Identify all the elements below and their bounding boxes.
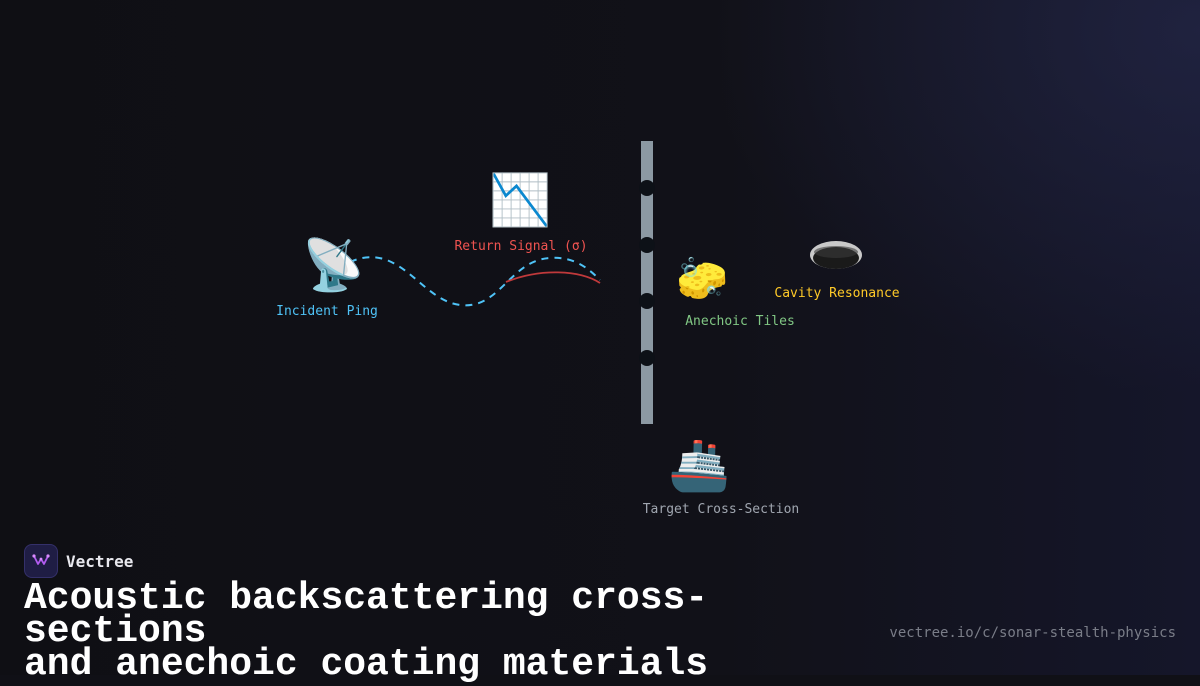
wall-node: [639, 237, 655, 253]
sponge-icon: 🧽: [676, 254, 729, 303]
brand-name: Vectree: [66, 551, 134, 571]
title-line-1: Acoustic backscattering cross-sections: [24, 577, 709, 653]
target-cross-section-label: Target Cross-Section: [642, 502, 800, 517]
wall-node: [639, 293, 655, 309]
wall-node: [639, 350, 655, 366]
return-signal-label: Return Signal (σ): [454, 239, 588, 254]
vectree-logo-icon: [24, 544, 58, 578]
satellite-antenna-icon: 📡: [302, 236, 365, 294]
source-url[interactable]: vectree.io/c/sonar-stealth-physics: [889, 625, 1176, 641]
ship-icon: 🚢: [668, 436, 731, 494]
incident-wave-path: [349, 256, 601, 307]
wall-node: [639, 180, 655, 196]
chart-decreasing-icon: 📉: [489, 171, 552, 229]
title-line-2: and anechoic coating materials: [24, 643, 709, 686]
return-signal-arc: [505, 271, 601, 284]
cavity-resonance-label: Cavity Resonance: [774, 286, 900, 301]
page-title: Acoustic backscattering cross-sections a…: [24, 580, 884, 684]
hole-icon: [810, 241, 862, 269]
incident-ping-label: Incident Ping: [276, 304, 378, 319]
anechoic-tiles-label: Anechoic Tiles: [685, 314, 795, 329]
brand[interactable]: Vectree: [24, 544, 133, 578]
